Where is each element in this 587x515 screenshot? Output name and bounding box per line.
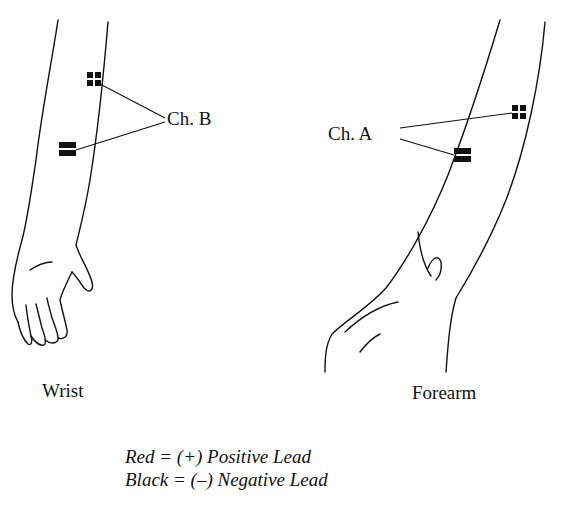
leader-line — [400, 139, 454, 155]
electrode-pad — [95, 72, 101, 78]
arm-outline — [72, 22, 108, 291]
left-arm — [12, 20, 108, 345]
electrode-pad — [87, 72, 93, 78]
electrode-pad — [59, 150, 76, 156]
electrode-pad — [520, 113, 526, 119]
lead-note: Black = (–) Negative Lead — [125, 470, 328, 491]
leader-line — [76, 122, 165, 150]
finger — [31, 304, 45, 345]
electrode-pad — [520, 105, 526, 111]
channel-label: Ch. A — [328, 124, 372, 145]
channel-label: Ch. B — [167, 109, 211, 130]
electrode-quad — [87, 72, 101, 86]
hand-crease — [360, 334, 380, 352]
electrode-pad — [454, 156, 471, 162]
electrode-bars — [454, 148, 471, 162]
right-arm — [325, 20, 545, 372]
hand-crease — [345, 302, 398, 332]
lead-note: Red = (+) Positive Lead — [125, 447, 311, 468]
view-label: Forearm — [412, 383, 476, 404]
electrode-quad — [512, 105, 526, 119]
leader-line — [400, 113, 512, 128]
leader-lines — [76, 84, 512, 155]
arm-outline — [325, 20, 500, 372]
electrode-bars — [59, 142, 76, 156]
thumb — [418, 232, 441, 280]
hand-crease — [30, 262, 52, 270]
arm-outline — [12, 20, 58, 322]
leader-line — [100, 84, 165, 118]
electrode-pad — [512, 113, 518, 119]
electrode-pad — [512, 105, 518, 111]
arm-outline — [446, 22, 545, 372]
electrode-pad — [454, 148, 471, 154]
finger — [45, 298, 58, 343]
electrode-pad — [59, 142, 76, 148]
finger — [18, 305, 32, 345]
finger — [58, 272, 72, 339]
view-label: Wrist — [42, 381, 83, 402]
electrode-pad — [95, 80, 101, 86]
electrode-pad — [87, 80, 93, 86]
